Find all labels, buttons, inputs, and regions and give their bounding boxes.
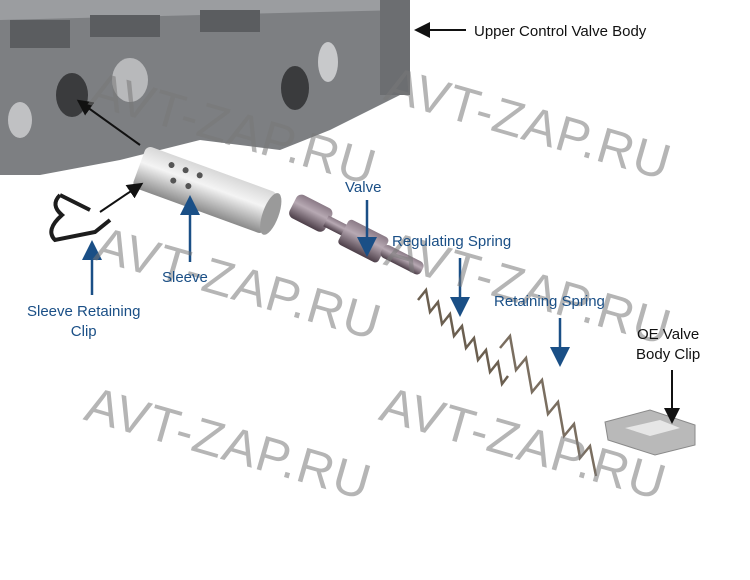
label-line: Clip [70, 323, 97, 340]
regulating-spring [417, 287, 509, 388]
label-retaining-spring: Retaining Spring [494, 293, 605, 310]
sleeve-retaining-clip [49, 193, 112, 243]
arrow-sleeve-to-body [76, 99, 141, 146]
label-sleeve: Sleeve [162, 269, 208, 286]
label-valve: Valve [345, 179, 382, 196]
upper-control-valve-body [0, 0, 410, 175]
label-oe-valve-body-clip: OE Valve Body Clip [636, 325, 700, 365]
retaining-spring [499, 333, 598, 477]
label-line: Sleeve Retaining [27, 303, 141, 320]
label-upper-control-valve-body: Upper Control Valve Body [474, 23, 647, 40]
sleeve-part [133, 147, 282, 235]
label-line: Body Clip [636, 346, 701, 363]
arrow-clip-to-sleeve [99, 182, 144, 213]
label-sleeve-retaining-clip: Sleeve Retaining Clip [27, 302, 140, 342]
label-regulating-spring: Regulating Spring [392, 233, 512, 250]
label-line: OE Valve [636, 326, 700, 343]
